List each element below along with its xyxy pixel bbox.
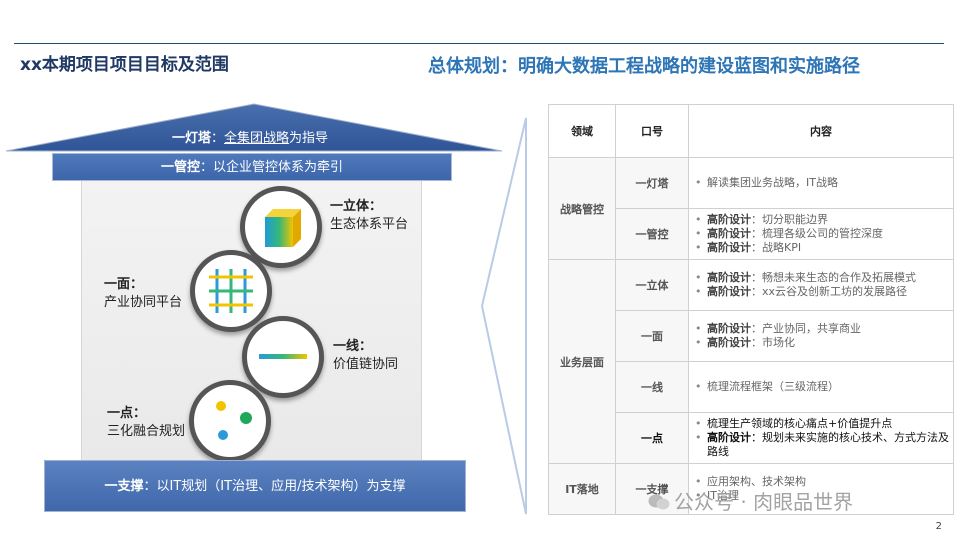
control-band: 一管控：以企业管控体系为牵引: [52, 153, 452, 181]
content-cell: 解读集团业务战略，IT战略: [688, 157, 954, 209]
content-cell: 高阶设计：产业协同，共享商业 高阶设计：市场化: [688, 310, 954, 362]
slogan-cell: 一支撑: [615, 463, 689, 515]
content-item: 解读集团业务战略，IT战略: [693, 176, 949, 190]
content-item: 梳理生产领域的核心痛点+价值提升点: [693, 417, 949, 431]
cube-icon: [265, 209, 301, 247]
content-item: 高阶设计：规划未来实施的核心技术、方式方法及路线: [693, 431, 949, 459]
grid-icon: [209, 269, 253, 313]
wechat-icon: [648, 494, 670, 510]
content-cell: 应用架构、技术架构 IT治理: [688, 463, 954, 515]
content-cell: 高阶设计：切分职能边界 高阶设计：梳理各级公司的管控深度 高阶设计：战略KPI: [688, 208, 954, 260]
item-point-label: 一点：三化融合规划: [107, 406, 186, 439]
domain-strategy: 战略管控: [548, 157, 616, 260]
support-base: 一支撑：以IT规划（IT治理、应用/技术架构）为支撑: [44, 460, 466, 512]
cube-icon-circle: [240, 186, 322, 268]
grid-icon-circle: [190, 250, 272, 332]
plan-table: 领域 口号 内容 战略管控 一灯塔 解读集团业务战略，IT战略 一管控 高阶设计…: [548, 104, 954, 515]
slogan-cell: 一立体: [615, 259, 689, 311]
content-item: 应用架构、技术架构: [693, 475, 949, 489]
roof-label: 一灯塔：全集团战略为指导: [171, 131, 329, 146]
header-divider: [14, 43, 944, 44]
item-line-label: 一线：价值链协同: [333, 339, 399, 372]
dots-icon: [216, 401, 252, 440]
line-icon-circle: [242, 316, 324, 398]
content-cell: 高阶设计：畅想未来生态的合作及拓展模式 高阶设计：xx云谷及创新工坊的发展路径: [688, 259, 954, 311]
domain-it: IT落地: [548, 463, 616, 515]
item-surface-label: 一面：产业协同平台: [104, 277, 183, 310]
page-subtitle: 总体规划：明确大数据工程战略的建设蓝图和实施路径: [428, 56, 860, 77]
watermark: 公众号 · 肉眼品世界: [648, 486, 853, 515]
dots-icon-circle: [189, 380, 271, 462]
content-item: 高阶设计：畅想未来生态的合作及拓展模式: [693, 271, 949, 285]
house-roof: [5, 103, 503, 152]
expand-connector: [480, 117, 527, 515]
content-item: 高阶设计：梳理各级公司的管控深度: [693, 227, 949, 241]
page-title: xx本期项目项目目标及范围: [20, 55, 229, 75]
content-item: 高阶设计：战略KPI: [693, 241, 949, 255]
line-icon: [259, 354, 307, 359]
content-item: 高阶设计：xx云谷及创新工坊的发展路径: [693, 285, 949, 299]
content-item: 高阶设计：切分职能边界: [693, 213, 949, 227]
content-item: 梳理流程框架（三级流程）: [693, 380, 949, 394]
col-header-content: 内容: [688, 104, 954, 158]
content-item: IT治理: [693, 489, 949, 503]
col-header-domain: 领域: [548, 104, 616, 158]
slogan-cell: 一点: [615, 412, 689, 464]
item-3d-label: 一立体：生态体系平台: [330, 199, 409, 232]
slogan-cell: 一灯塔: [615, 157, 689, 209]
content-cell: 梳理生产领域的核心痛点+价值提升点 高阶设计：规划未来实施的核心技术、方式方法及…: [688, 412, 954, 464]
slogan-cell: 一管控: [615, 208, 689, 260]
content-item: 高阶设计：市场化: [693, 336, 949, 350]
domain-business: 业务层面: [548, 259, 616, 464]
col-header-slogan: 口号: [615, 104, 689, 158]
content-item: 高阶设计：产业协同，共享商业: [693, 322, 949, 336]
slogan-cell: 一线: [615, 361, 689, 413]
content-cell: 梳理流程框架（三级流程）: [688, 361, 954, 413]
slogan-cell: 一面: [615, 310, 689, 362]
page-number: 2: [935, 521, 942, 532]
